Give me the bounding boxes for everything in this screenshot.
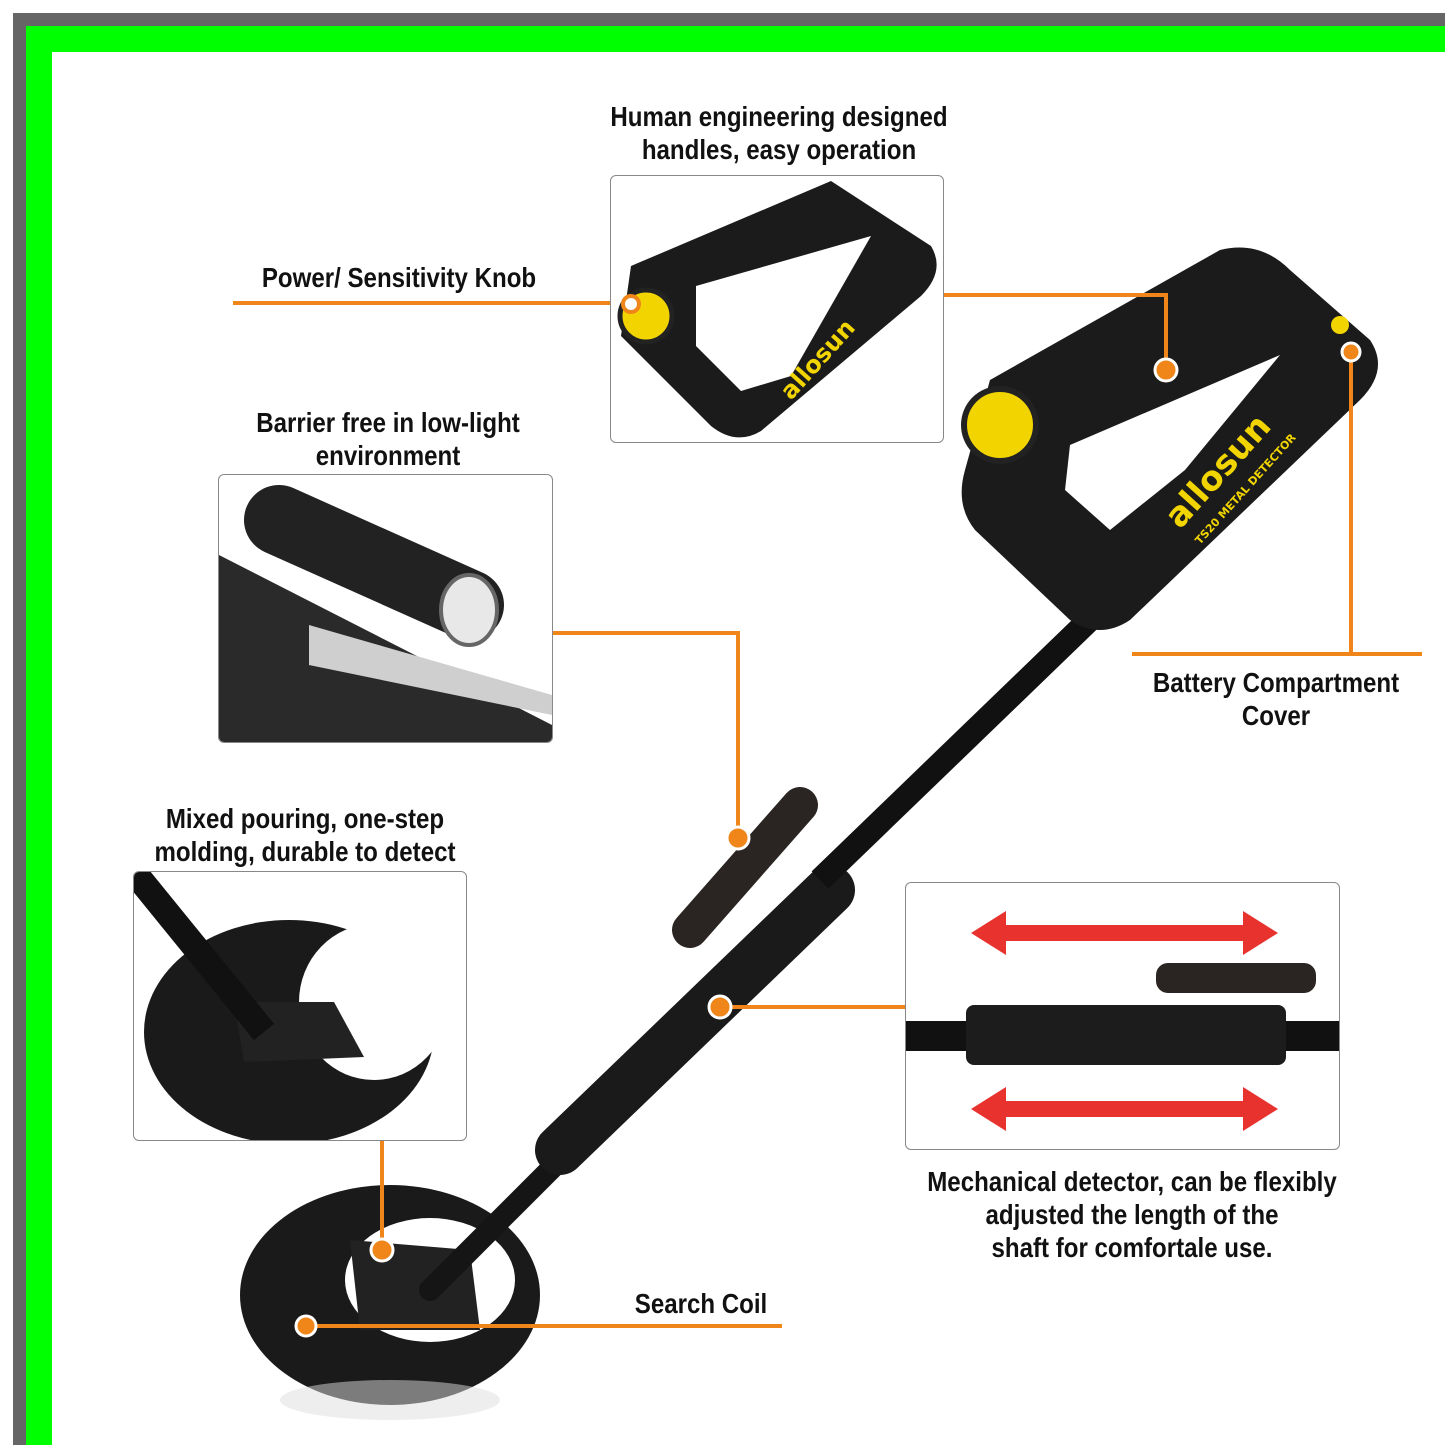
inset-coil	[133, 871, 467, 1141]
inset-shaft	[905, 882, 1340, 1150]
knob	[961, 386, 1039, 464]
dot-molding	[369, 1237, 395, 1263]
shaft	[811, 591, 1119, 889]
flashlight	[672, 787, 818, 948]
dot-coil	[294, 1314, 318, 1338]
label-knob: Power/ Sensitivity Knob	[261, 262, 537, 293]
inset-flashlight	[218, 474, 553, 743]
dot-light	[725, 825, 751, 851]
adjust-arrow-bottom	[971, 1087, 1278, 1131]
callout-lines	[233, 293, 1422, 1328]
inset-handle: allosun	[610, 175, 944, 443]
dot-battery	[1340, 341, 1362, 363]
label-coil: Search Coil	[634, 1288, 768, 1319]
adjust-arrow-top	[971, 911, 1278, 955]
lower-sleeve	[535, 865, 855, 1175]
dot-handle	[1153, 357, 1179, 383]
dot-shaft	[707, 994, 733, 1020]
